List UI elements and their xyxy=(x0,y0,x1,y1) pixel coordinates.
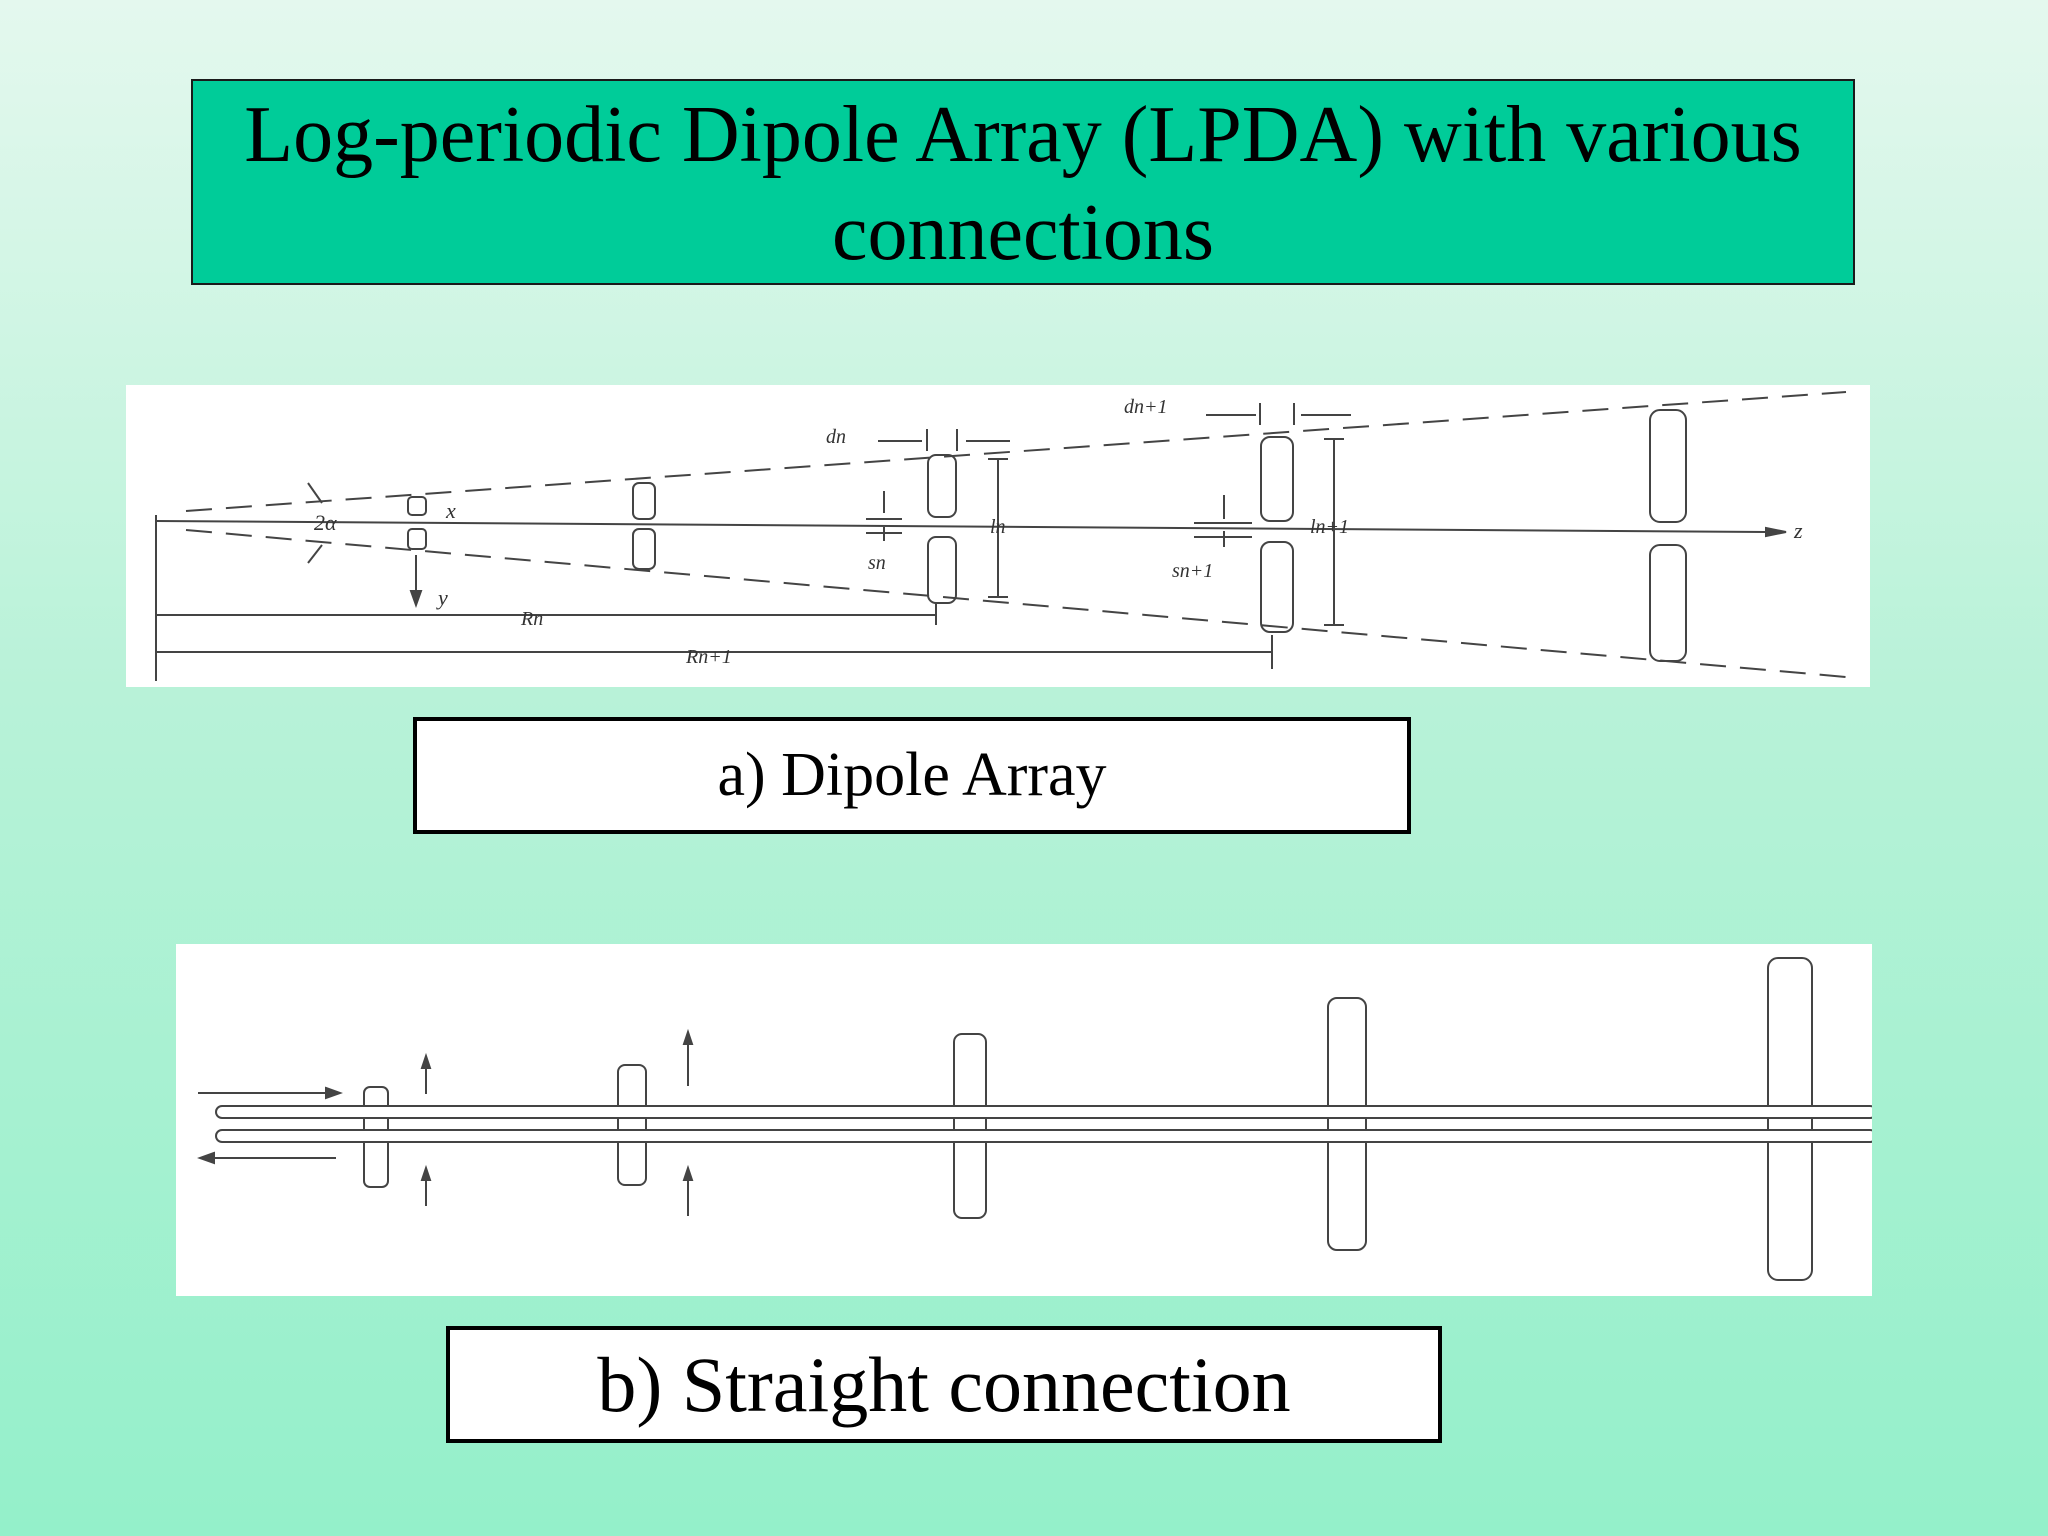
angle-arrow-upper xyxy=(307,482,323,504)
element-4 xyxy=(1327,997,1367,1251)
dn1-label: dn+1 xyxy=(1124,396,1168,418)
dipole-1-lower xyxy=(407,528,427,550)
lower-wedge-line xyxy=(185,529,1847,678)
transmission-line-upper xyxy=(215,1105,1872,1119)
straight-connection-caption-box: b) Straight connection xyxy=(446,1326,1442,1443)
dipole-n2-lower xyxy=(1649,544,1687,662)
sn1-label: sn+1 xyxy=(1172,560,1213,582)
z-axis-line xyxy=(155,520,1767,533)
dipole-1-upper xyxy=(407,496,427,516)
z-axis-arrowhead xyxy=(1765,526,1787,538)
slide-title: Log-periodic Dipole Array (LPDA) with va… xyxy=(244,91,1802,277)
dipole-array-caption: a) Dipole Array xyxy=(717,741,1107,809)
dipole-n-lower xyxy=(927,536,957,604)
x-axis-label: x xyxy=(445,498,456,523)
y-axis-label: y xyxy=(436,585,448,610)
ln1-label: ln+1 xyxy=(1310,516,1349,538)
dipole-array-figure: 2α x y z dn dn+1 ln ln+1 sn sn+1 Rn Rn+1 xyxy=(126,385,1870,687)
element-2 xyxy=(617,1064,647,1186)
rn-label: Rn xyxy=(520,608,543,630)
slide-title-box: Log-periodic Dipole Array (LPDA) with va… xyxy=(191,79,1855,285)
dipole-n-upper xyxy=(927,454,957,518)
dipole-n1-upper xyxy=(1260,436,1294,522)
dn-label: dn xyxy=(826,426,846,448)
dipole-array-diagram: 2α x y z dn dn+1 ln ln+1 sn sn+1 Rn Rn+1 xyxy=(155,391,1847,681)
angle-label: 2α xyxy=(314,510,337,535)
dipole-2-lower xyxy=(632,528,656,570)
sn-label: sn xyxy=(868,552,886,574)
dipole-2-upper xyxy=(632,482,656,520)
element-3 xyxy=(953,1033,987,1219)
dipole-n1-lower xyxy=(1260,541,1294,633)
feed-arrowhead-out xyxy=(197,1151,215,1165)
upper-wedge-line xyxy=(185,391,1847,512)
transmission-line-lower xyxy=(215,1129,1872,1143)
feed-arrowhead-in xyxy=(325,1086,343,1100)
straight-connection-diagram xyxy=(197,957,1872,1281)
y-axis-arrowhead xyxy=(409,590,423,608)
dipole-array-caption-box: a) Dipole Array xyxy=(413,717,1411,834)
straight-connection-caption: b) Straight connection xyxy=(597,1340,1291,1428)
rn1-label: Rn+1 xyxy=(685,646,732,668)
angle-arrow-lower xyxy=(307,544,323,564)
straight-connection-figure xyxy=(176,944,1872,1296)
ln-label: ln xyxy=(990,516,1006,538)
z-axis-label: z xyxy=(1793,518,1803,543)
dipole-n2-upper xyxy=(1649,409,1687,523)
